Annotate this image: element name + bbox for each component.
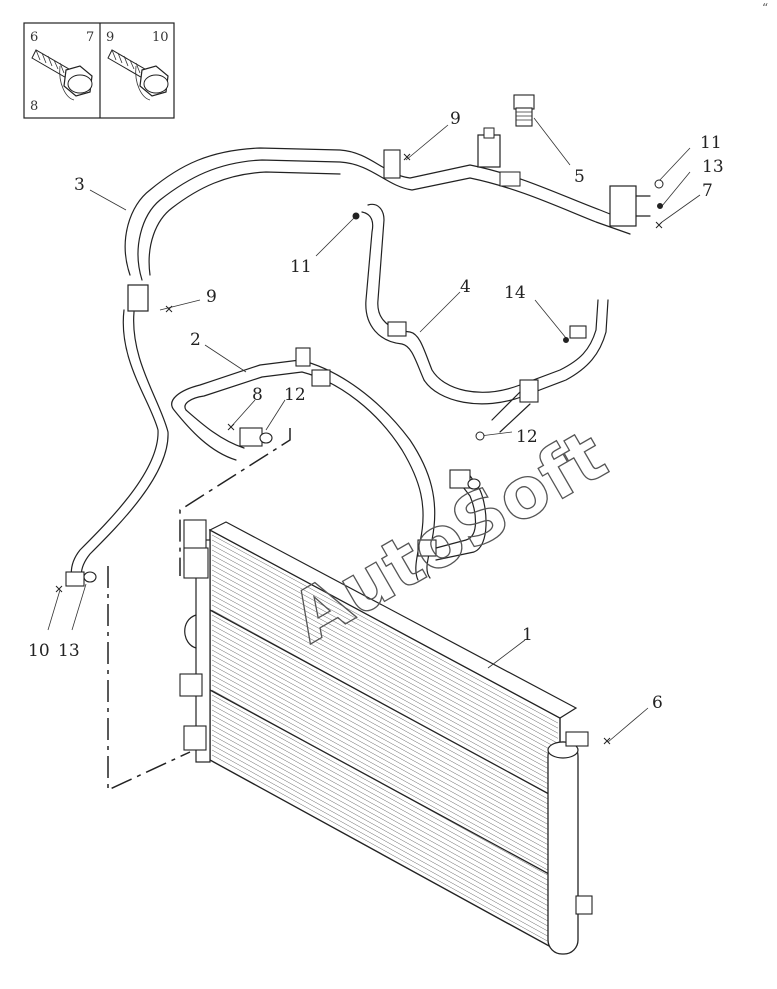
callout-10: 10 <box>28 641 50 661</box>
fin-line <box>211 749 559 943</box>
fin-line <box>211 704 559 897</box>
inset-label-7: 7 <box>86 30 94 45</box>
fin-line <box>211 614 559 805</box>
callout-2: 2 <box>190 330 201 350</box>
fin-line <box>211 714 559 907</box>
bolt-icon <box>107 49 169 101</box>
bolt-icon <box>31 49 93 101</box>
fin-line <box>211 574 559 765</box>
corner-mark: “ <box>762 1 768 15</box>
fin-line <box>211 644 559 836</box>
inset-label-9: 9 <box>106 30 114 45</box>
callout-13-left: 13 <box>58 641 80 661</box>
fin-line <box>211 559 559 749</box>
pipe-3 <box>65 127 651 587</box>
fin-line <box>211 584 559 775</box>
fin-line <box>211 669 559 861</box>
fin-line <box>211 699 559 892</box>
pressure-switch-5 <box>513 94 535 127</box>
callout-6: 6 <box>652 693 663 713</box>
fin-line <box>211 674 559 866</box>
callout-7: 7 <box>702 181 713 201</box>
fin-line <box>211 649 559 841</box>
callout-13-right: 13 <box>702 157 724 177</box>
fin-line <box>211 664 559 856</box>
dashed-leader <box>107 566 191 792</box>
callout-9-lower: 9 <box>206 287 217 307</box>
dashed-leader <box>179 428 291 576</box>
fin-line <box>211 684 559 876</box>
callout-3: 3 <box>74 175 85 195</box>
fin-line <box>211 599 559 790</box>
fin-line <box>211 679 559 871</box>
fin-line <box>211 554 559 744</box>
fin-line <box>211 544 559 734</box>
inset-label-6: 6 <box>30 30 38 45</box>
fin-line <box>211 719 559 912</box>
fin-line <box>211 579 559 770</box>
fin-line <box>211 694 559 887</box>
callout-9-upper: 9 <box>450 109 461 129</box>
callout-8: 8 <box>252 385 263 405</box>
hose-2 <box>171 347 487 581</box>
inset-label-8: 8 <box>30 99 38 114</box>
fin-line <box>211 634 559 826</box>
callout-14: 14 <box>504 283 526 303</box>
fin-line <box>211 619 559 810</box>
fin-line <box>211 709 559 902</box>
fin-line <box>211 724 559 917</box>
fin-line <box>211 659 559 851</box>
fin-line <box>211 729 559 922</box>
fastener-inset: 6 7 8 9 10 <box>23 22 175 119</box>
callout-11-left: 11 <box>290 257 312 277</box>
fin-line <box>211 589 559 780</box>
callout-1: 1 <box>522 625 533 645</box>
callout-4: 4 <box>460 277 471 297</box>
leader-lines <box>47 117 701 743</box>
fin-line <box>211 564 559 754</box>
watermark: AutoSoft <box>278 414 620 659</box>
fin-line <box>211 754 559 948</box>
callout-5: 5 <box>574 167 585 187</box>
fin-line <box>211 534 559 724</box>
condenser-fins <box>211 534 559 948</box>
fin-line <box>211 639 559 831</box>
fin-line <box>211 629 559 820</box>
fin-line <box>211 654 559 846</box>
fin-line <box>211 624 559 815</box>
hose-4 <box>361 203 609 433</box>
fin-line <box>211 549 559 739</box>
fin-line <box>211 744 559 937</box>
condenser-1 <box>179 519 593 955</box>
fin-line <box>211 569 559 759</box>
fin-line <box>211 734 559 927</box>
callout-12-right: 12 <box>516 427 538 447</box>
fastener-marks <box>55 153 664 745</box>
fin-line <box>211 539 559 729</box>
callout-11-right: 11 <box>700 133 722 153</box>
fin-line <box>211 594 559 785</box>
fin-line <box>211 604 559 795</box>
inset-label-10: 10 <box>152 30 169 45</box>
callout-12-left: 12 <box>284 385 306 405</box>
fin-line <box>211 739 559 932</box>
